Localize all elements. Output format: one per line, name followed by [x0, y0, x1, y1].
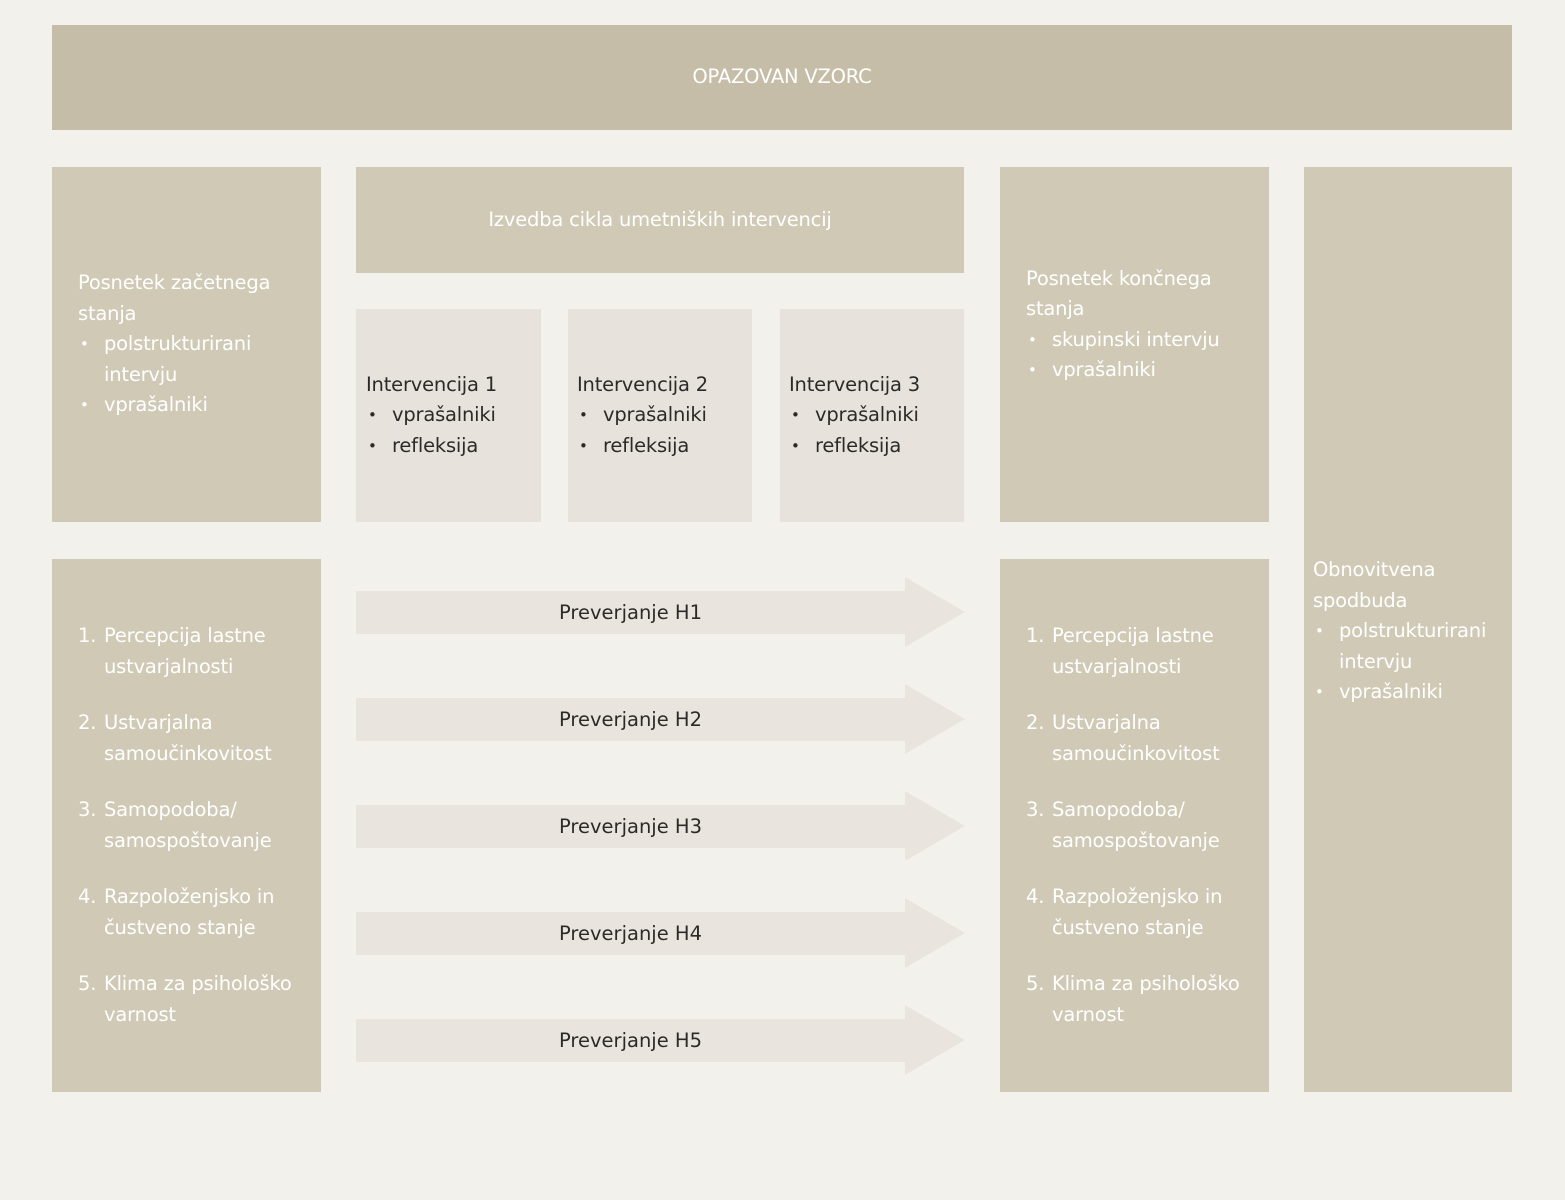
arrow-shape [356, 577, 965, 647]
hypothesis-check-label: Preverjanje H2 [559, 707, 702, 731]
intervention-cycle-box: Izvedba cikla umetniških intervencij [356, 167, 964, 273]
list-item: vprašalniki [78, 390, 295, 421]
renewed-stimulus-title: Obnovitvena spodbuda [1313, 558, 1436, 612]
list-item: polstrukturirani intervju [78, 329, 295, 390]
initial-state-title: Posnetek začetnega stanja [78, 271, 271, 325]
measure-item: 1. Percepcija lastne ustvarjalnosti [78, 621, 301, 682]
intervention-box-2: Intervencija 2 vprašalnikirefleksija [568, 309, 752, 522]
intervention-title: Intervencija 3 [789, 372, 920, 396]
measure-item: 4. Razpoloženjsko in čustveno stanje [78, 882, 301, 943]
list-item: refleksija [366, 431, 531, 462]
hypothesis-check-label: Preverjanje H4 [559, 921, 702, 945]
measure-text: Klima za psihološko varnost [104, 972, 292, 1026]
hypothesis-check-arrow: Preverjanje H1 [356, 577, 965, 647]
intervention-title: Intervencija 1 [366, 372, 497, 396]
measure-number: 2. [1026, 711, 1045, 734]
measure-item: 3. Samopodoba/ samospoštovanje [1026, 795, 1249, 856]
measure-item: 3. Samopodoba/ samospoštovanje [78, 795, 301, 856]
measure-text: Percepcija lastne ustvarjalnosti [104, 624, 266, 678]
measure-item: 1. Percepcija lastne ustvarjalnosti [1026, 621, 1249, 682]
measure-number: 4. [78, 885, 97, 908]
intervention-title: Intervencija 2 [577, 372, 708, 396]
list-item: refleksija [577, 431, 743, 462]
measures-right-list: 1. Percepcija lastne ustvarjalnosti 2. Ustv… [1026, 621, 1249, 1030]
list-item: vprašalniki [366, 400, 531, 431]
arrow-shape [356, 1005, 965, 1075]
measure-number: 5. [1026, 972, 1045, 995]
list-item: polstrukturirani intervju [1313, 616, 1503, 677]
list-item: vprašalniki [1026, 355, 1243, 386]
measure-item: 5. Klima za psihološko varnost [1026, 969, 1249, 1030]
renewed-stimulus-box: Obnovitvena spodbuda polstrukturirani in… [1304, 167, 1512, 1092]
hypothesis-check-label: Preverjanje H5 [559, 1028, 702, 1052]
measure-number: 1. [1026, 624, 1045, 647]
measure-item: 2. Ustvarjalna samoučinkovitost [1026, 708, 1249, 769]
final-state-box: Posnetek končnega stanja skupinski inter… [1000, 167, 1269, 522]
intervention-box-3: Intervencija 3 vprašalnikirefleksija [780, 309, 964, 522]
list-item: vprašalniki [1313, 677, 1503, 708]
measures-left-list: 1. Percepcija lastne ustvarjalnosti 2. Ustv… [78, 621, 301, 1030]
list-item: refleksija [789, 431, 955, 462]
header-title: OPAZOVAN VZORC [692, 65, 872, 89]
initial-state-list: polstrukturirani intervju vprašalniki [78, 329, 295, 421]
arrow-shape [356, 791, 965, 861]
measure-text: Samopodoba/ samospoštovanje [104, 798, 272, 852]
list-item: skupinski intervju [1026, 325, 1243, 356]
measures-left-box: 1. Percepcija lastne ustvarjalnosti 2. Ustv… [52, 559, 321, 1092]
hypothesis-check-arrow: Preverjanje H3 [356, 791, 965, 861]
measure-text: Ustvarjalna samoučinkovitost [1052, 711, 1220, 765]
measure-number: 4. [1026, 885, 1045, 908]
intervention-cycle-title: Izvedba cikla umetniških intervencij [488, 207, 832, 231]
measure-item: 2. Ustvarjalna samoučinkovitost [78, 708, 301, 769]
measure-text: Razpoloženjsko in čustveno stanje [1052, 885, 1223, 939]
final-state-title: Posnetek končnega stanja [1026, 266, 1212, 321]
measure-number: 2. [78, 711, 97, 734]
measure-text: Samopodoba/ samospoštovanje [1052, 798, 1220, 852]
measure-number: 1. [78, 624, 97, 647]
measure-number: 5. [78, 972, 97, 995]
measure-item: 5. Klima za psihološko varnost [78, 969, 301, 1030]
list-item: vprašalniki [789, 400, 955, 431]
measure-text: Ustvarjalna samoučinkovitost [104, 711, 272, 765]
intervention-box-1: Intervencija 1 vprašalnikirefleksija [356, 309, 541, 522]
arrow-shape [356, 898, 965, 968]
measure-number: 3. [78, 798, 97, 821]
measure-item: 4. Razpoloženjsko in čustveno stanje [1026, 882, 1249, 943]
initial-state-box: Posnetek začetnega stanja polstrukturira… [52, 167, 321, 522]
hypothesis-check-label: Preverjanje H1 [559, 600, 702, 624]
hypothesis-check-label: Preverjanje H3 [559, 814, 702, 838]
measures-right-box: 1. Percepcija lastne ustvarjalnosti 2. Ustv… [1000, 559, 1269, 1092]
list-item: vprašalniki [577, 400, 743, 431]
measure-text: Percepcija lastne ustvarjalnosti [1052, 624, 1214, 678]
hypothesis-check-arrow: Preverjanje H5 [356, 1005, 965, 1075]
measure-text: Klima za psihološko varnost [1052, 972, 1240, 1026]
measure-text: Razpoloženjsko in čustveno stanje [104, 885, 275, 939]
hypothesis-check-arrow: Preverjanje H2 [356, 684, 965, 754]
arrow-shape [356, 684, 965, 754]
measure-number: 3. [1026, 798, 1045, 821]
observed-sample-header: OPAZOVAN VZORC [52, 25, 1512, 130]
hypothesis-check-arrow: Preverjanje H4 [356, 898, 965, 968]
